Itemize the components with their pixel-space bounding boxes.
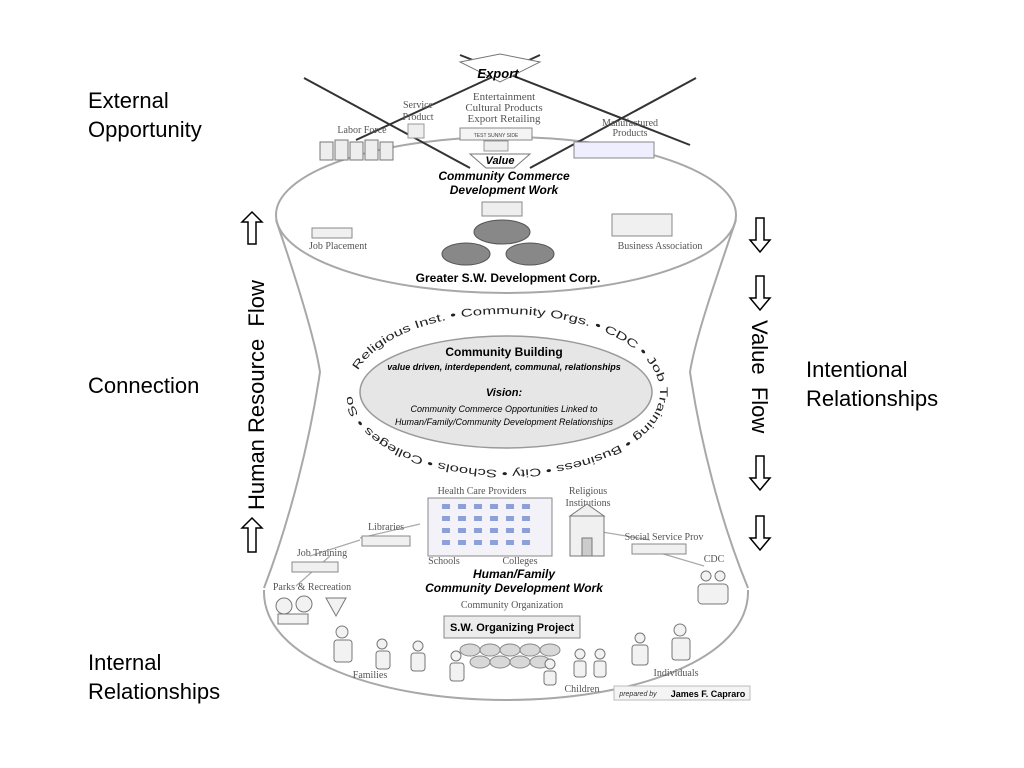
labor-force-houses — [319, 139, 394, 161]
religious-label-2: Institutions — [565, 498, 610, 509]
job-training-figure — [291, 561, 339, 573]
children-people-icon — [543, 648, 607, 686]
vision-line-2: Human/Family/Community Development Relat… — [395, 417, 614, 427]
right-waist-line — [688, 219, 749, 589]
vision-line-1: Community Commerce Opportunities Linked … — [410, 404, 597, 414]
organizing-project-label: S.W. Organizing Project — [450, 622, 574, 634]
children-label: Children — [565, 684, 600, 695]
community-building-title: Community Building — [445, 345, 562, 359]
bottom-bowl — [262, 589, 750, 702]
human-resource-flow: Human Resource Flow — [240, 210, 269, 553]
social-service-figure — [631, 543, 687, 555]
community-building-section: Religious Inst. • Community Orgs. • CDC … — [0, 0, 669, 479]
manufactured-label: Manufactured — [602, 118, 658, 129]
store-front — [483, 140, 509, 152]
human-family-title-1: Human/Family — [473, 567, 556, 581]
service-label: Service — [403, 100, 434, 111]
job-training-label: Job Training — [297, 548, 347, 559]
connection-label: Connection — [88, 371, 199, 400]
external-label-line: External — [88, 88, 169, 113]
parks-icon — [275, 595, 347, 625]
health-care-building — [427, 497, 553, 557]
corp-label: Greater S.W. Development Corp. — [416, 271, 601, 285]
down-arrow-icon-3 — [748, 455, 772, 492]
export-item-2: Cultural Products — [465, 102, 542, 114]
job-placement-label: Job Placement — [309, 241, 367, 252]
prepared-by-label: prepared by — [618, 691, 657, 698]
libraries-label: Libraries — [368, 522, 404, 533]
export-title: Export — [477, 66, 519, 81]
products-label: Products — [613, 128, 648, 139]
upper-section: Job Placement Business Association Great… — [309, 201, 703, 285]
commerce-title-line-2: Development Work — [450, 183, 560, 197]
individuals-label: Individuals — [654, 668, 699, 679]
business-association-figure — [611, 213, 673, 237]
cross-line-right — [529, 77, 697, 169]
lower-section: Health Care Providers Religious Institut… — [273, 486, 751, 701]
export-item-1: Entertainment — [473, 91, 535, 103]
cdc-label: CDC — [704, 554, 725, 565]
families-label: Families — [353, 670, 388, 681]
opportunity-label-line: Opportunity — [88, 117, 202, 142]
internal-relationships-label: Internal Relationships — [88, 648, 220, 706]
author-label: James F. Capraro — [671, 689, 746, 699]
individuals-people-icon — [631, 623, 691, 666]
human-family-title-2: Community Development Work — [425, 581, 604, 595]
value-shape — [468, 153, 532, 169]
service-figure — [407, 123, 425, 139]
church-figure — [568, 503, 606, 557]
down-arrow-icon-1 — [748, 217, 772, 254]
connection-label-text: Connection — [88, 373, 200, 398]
schools-label: Schools — [428, 556, 460, 567]
export-shape — [458, 53, 542, 83]
cross-line-left — [303, 77, 471, 169]
human-resource-flow-label: Human Resource Flow — [244, 280, 269, 510]
credit-box — [613, 685, 751, 701]
health-care-label: Health Care Providers — [438, 486, 527, 497]
export-section: Export Entertainment Cultural Products E… — [303, 53, 697, 169]
religious-label-1: Religious — [569, 486, 607, 497]
external-opportunity-label: External Opportunity — [88, 86, 202, 144]
left-waist-line — [263, 219, 322, 589]
value-label: Value — [486, 155, 515, 167]
sign-text: TEST SUNNY SIDE — [474, 133, 519, 139]
job-placement-figure — [311, 227, 353, 239]
business-association-label: Business Association — [618, 241, 703, 252]
export-item-3: Export Retailing — [467, 113, 541, 125]
cdc-people-icon — [697, 570, 729, 605]
internal-label-line: Internal — [88, 650, 162, 675]
sign-box — [459, 127, 533, 141]
community-building-subtitle: value driven, interdependent, communal, … — [387, 362, 621, 372]
library-figure — [361, 535, 411, 547]
colleges-label: Colleges — [503, 556, 538, 567]
value-flow-label: Value Flow — [747, 320, 772, 433]
parks-label: Parks & Recreation — [273, 582, 351, 593]
product-label: Product — [402, 112, 433, 123]
organizing-project-box — [443, 615, 581, 639]
labor-force-label: Labor Force — [337, 125, 387, 136]
value-flow: Value Flow — [747, 217, 772, 552]
up-arrow-icon-lower — [240, 516, 264, 553]
community-building-ellipse — [359, 335, 653, 449]
vision-label: Vision: — [486, 387, 523, 399]
relationships-label-line: Relationships — [88, 679, 221, 704]
community-org-label: Community Organization — [461, 600, 563, 611]
relationships-right-label-line: Relationships — [806, 386, 939, 411]
corp-meeting-group — [441, 201, 555, 266]
intentional-relationships-label: Intentional Relationships — [806, 355, 938, 413]
commerce-title-line-1: Community Commerce — [438, 169, 570, 183]
factory-building — [573, 141, 655, 159]
social-service-label: Social Service Prov — [625, 532, 704, 543]
families-people-icon — [333, 625, 465, 682]
down-arrow-icon-2 — [748, 275, 772, 312]
up-arrow-icon — [240, 210, 264, 245]
down-arrow-icon-4 — [748, 515, 772, 552]
intentional-label-line: Intentional — [806, 357, 908, 382]
crowd-icon — [459, 643, 561, 669]
